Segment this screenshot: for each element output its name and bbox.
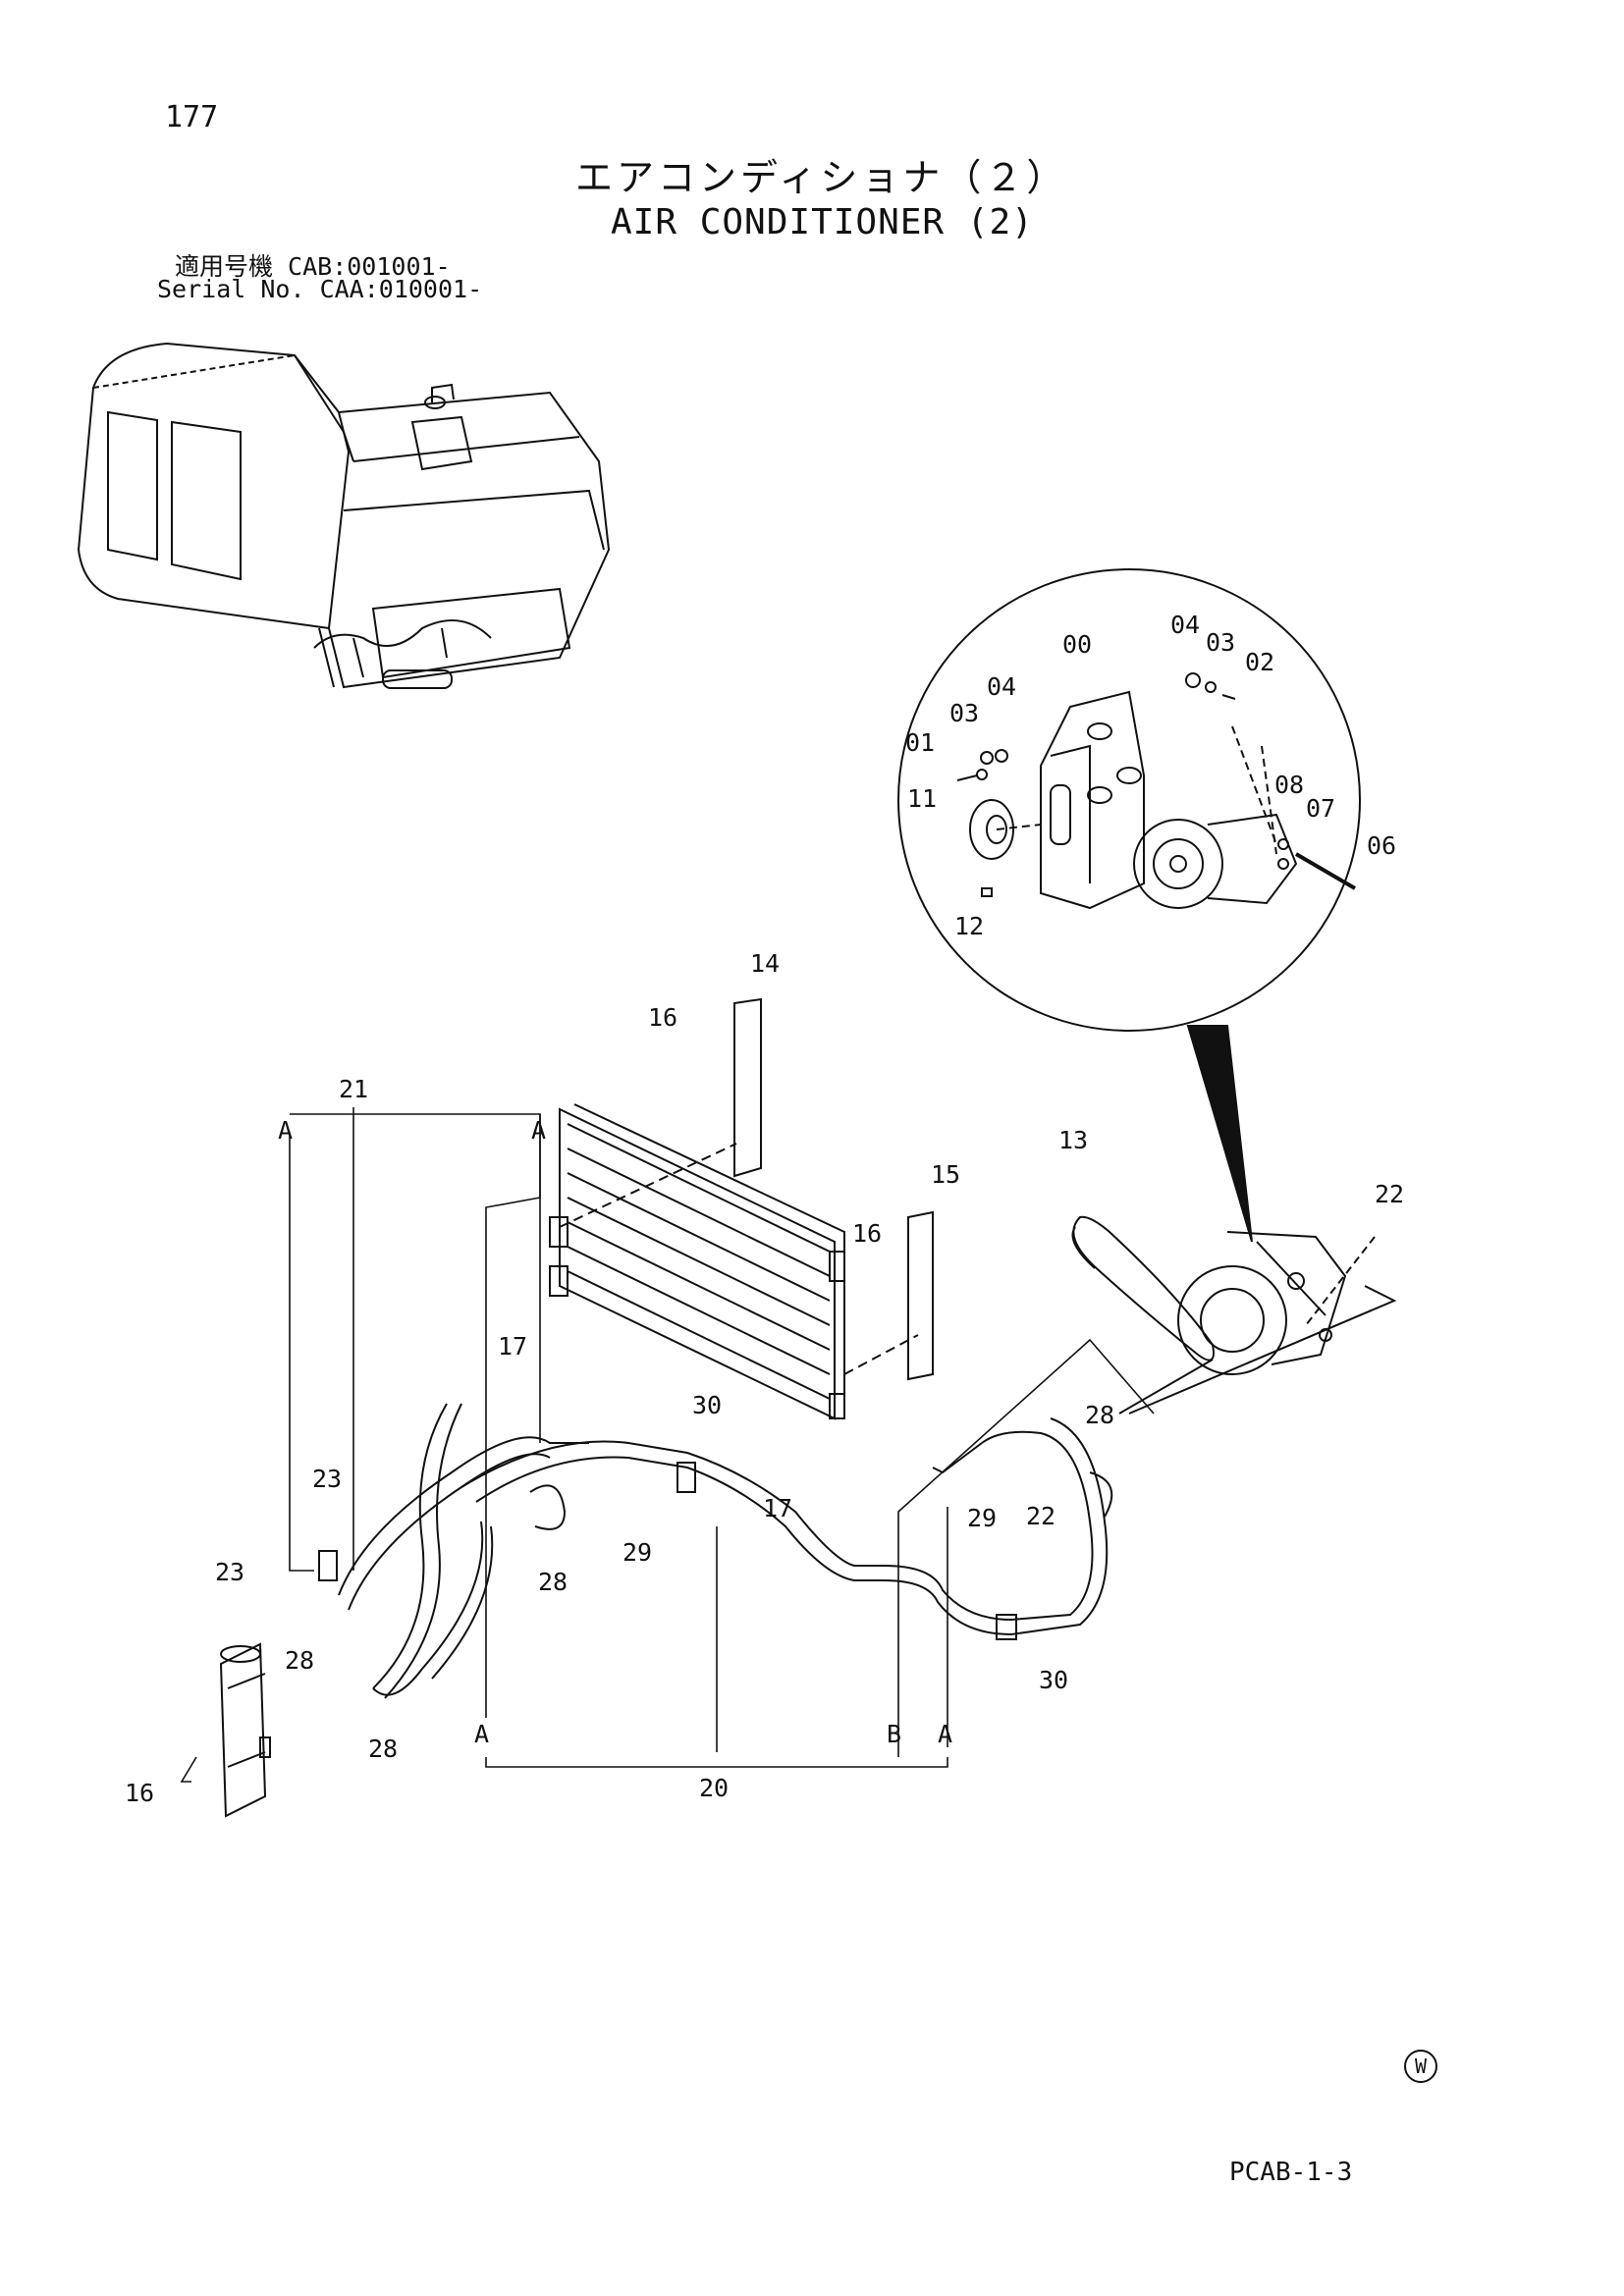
- main-callout-labels: 14 16 21 A A 13 15 16 22 17 30 28 23 17 …: [125, 949, 1404, 1807]
- watermark-w-icon: W: [1404, 2050, 1437, 2083]
- page-number: 177: [165, 100, 219, 134]
- callout-23: 23: [215, 1558, 244, 1586]
- callout-14: 14: [750, 949, 780, 978]
- serial-number-line: Serial No. CAA:010001-: [157, 275, 483, 303]
- callout-06: 06: [1367, 831, 1396, 860]
- callout-03: 03: [1206, 628, 1235, 657]
- callout-16: 16: [125, 1779, 154, 1807]
- section-marker-a: A: [531, 1116, 546, 1145]
- callout-17: 17: [498, 1332, 527, 1361]
- callout-20: 20: [699, 1774, 729, 1802]
- callout-28: 28: [285, 1646, 314, 1675]
- callout-30: 30: [1039, 1666, 1068, 1694]
- callout-02: 02: [1245, 648, 1274, 676]
- condenser-drawing: [549, 997, 934, 1420]
- callout-28: 28: [538, 1568, 568, 1596]
- callout-16: 16: [648, 1003, 677, 1032]
- section-marker-a: A: [474, 1720, 489, 1748]
- callout-15: 15: [931, 1160, 960, 1189]
- page-title-japanese: エアコンディショナ（２）: [575, 156, 1068, 199]
- receiver-dryer-drawing: [219, 1550, 338, 1818]
- callout-29: 29: [623, 1538, 652, 1567]
- section-marker-a: A: [278, 1116, 293, 1145]
- section-marker-a: A: [938, 1720, 952, 1748]
- callout-16: 16: [852, 1219, 882, 1248]
- excavator-overview-drawing: [77, 342, 611, 689]
- callout-01: 01: [905, 728, 935, 757]
- footer-code: PCAB-1-3: [1229, 2158, 1353, 2187]
- callout-08: 08: [1274, 771, 1304, 799]
- callout-17: 17: [763, 1494, 792, 1522]
- callout-13: 13: [1058, 1126, 1088, 1154]
- serial-applicable-line: 適用号機 CAB:001001-: [175, 252, 451, 281]
- callout-22: 22: [1375, 1180, 1404, 1208]
- callout-23: 23: [312, 1465, 342, 1493]
- callout-03: 03: [949, 699, 979, 727]
- callout-22: 22: [1026, 1502, 1056, 1530]
- callout-30: 30: [692, 1391, 722, 1419]
- callout-04: 04: [987, 672, 1016, 701]
- page-title-english: AIR CONDITIONER (2): [611, 202, 1034, 242]
- section-marker-b: B: [887, 1720, 901, 1748]
- detail-callout-labels: 00 04 03 02 04 03 01 11 08 07 06 12: [905, 611, 1396, 940]
- refrigerant-hoses: [338, 1403, 1113, 1699]
- callout-00: 00: [1062, 630, 1092, 659]
- callout-12: 12: [954, 912, 984, 940]
- compressor-mount-detail: [897, 568, 1361, 1243]
- callout-11: 11: [907, 784, 937, 813]
- leader-lines: [180, 1107, 1155, 1783]
- compressor-belt-drawing: [1071, 1215, 1397, 1415]
- callout-07: 07: [1306, 794, 1335, 823]
- callout-29: 29: [967, 1504, 997, 1532]
- callout-28: 28: [368, 1735, 398, 1763]
- callout-28: 28: [1085, 1401, 1114, 1429]
- callout-04: 04: [1170, 611, 1200, 639]
- callout-21: 21: [339, 1075, 368, 1103]
